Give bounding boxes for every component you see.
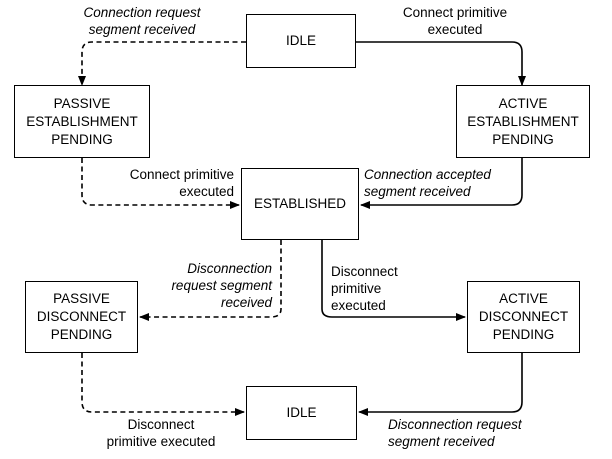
label-disconnection-request-received-mid: Disconnection request segment received: [171, 261, 272, 310]
label-disconnection-request-received-bottom: Disconnection request segment received: [388, 417, 522, 449]
label-disconnect-primitive-executed-bottom: Disconnect primitive executed: [106, 417, 216, 449]
arrow-active-disconnect-to-idle: [358, 353, 523, 416]
label-disconnect-primitive-executed-mid: Disconnect primitive executed: [331, 264, 398, 313]
label-connect-primitive-executed-left: Connect primitive executed: [129, 167, 234, 199]
state-passive-establishment-pending: PASSIVE ESTABLISHMENT PENDING: [14, 85, 150, 158]
label-connection-request-received: Connection request segment received: [83, 5, 201, 37]
arrow-passive-disconnect-to-idle: [81, 353, 245, 416]
state-idle-top: IDLE: [246, 14, 356, 68]
state-active-establishment-pending: ACTIVE ESTABLISHMENT PENDING: [456, 85, 590, 158]
arrow-established-to-passive-disconnect: [139, 240, 282, 321]
state-idle-bottom: IDLE: [246, 386, 357, 440]
state-active-disconnect-pending: ACTIVE DISCONNECT PENDING: [467, 281, 580, 353]
arrow-established-to-active-disconnect: [321, 240, 466, 321]
label-connect-primitive-executed-right: Connect primitive executed: [402, 5, 508, 37]
state-passive-disconnect-pending: PASSIVE DISCONNECT PENDING: [25, 281, 138, 353]
arrow-idle-to-passive-establishment: [78, 41, 246, 86]
label-connection-accepted-received: Connection accepted segment received: [364, 167, 491, 199]
arrow-passive-establishment-to-established: [81, 158, 240, 209]
state-established: ESTABLISHED: [241, 168, 359, 240]
arrow-active-establishment-to-established: [360, 158, 523, 209]
arrow-idle-to-active-establishment: [356, 41, 526, 86]
